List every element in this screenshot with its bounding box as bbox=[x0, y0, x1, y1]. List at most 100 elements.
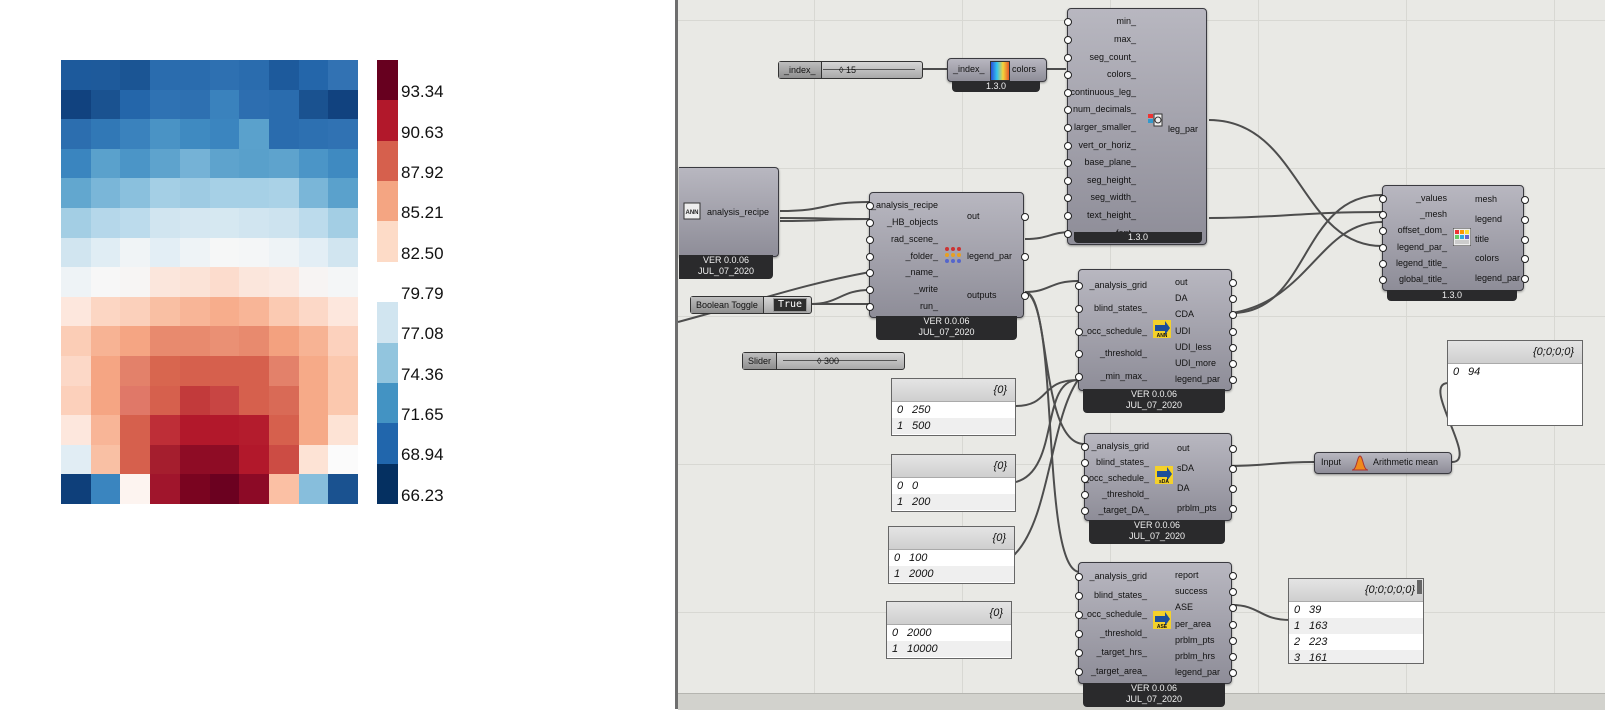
input-port-folder[interactable]: _folder_ bbox=[905, 250, 938, 261]
input-port-analysisgrid[interactable]: _analysis_grid bbox=[1089, 279, 1147, 290]
boolean-toggle[interactable]: Boolean Toggle True bbox=[690, 296, 812, 314]
port-grip[interactable] bbox=[1229, 571, 1237, 580]
port-grip[interactable] bbox=[1229, 504, 1237, 513]
output-port-perarea[interactable]: per_area bbox=[1175, 618, 1212, 629]
output-port-cda[interactable]: CDA bbox=[1175, 309, 1195, 320]
port-grip[interactable] bbox=[1064, 159, 1072, 168]
port-grip[interactable] bbox=[1064, 53, 1072, 62]
port-grip[interactable] bbox=[1379, 211, 1387, 219]
input-port-write[interactable]: _write bbox=[913, 284, 938, 295]
output-port-title[interactable]: title bbox=[1475, 233, 1490, 244]
port-grip[interactable] bbox=[1064, 229, 1072, 238]
port-grip[interactable] bbox=[1229, 604, 1237, 613]
port-grip[interactable] bbox=[1521, 196, 1529, 205]
input-port-textheight[interactable]: text_height_ bbox=[1086, 210, 1136, 221]
output-port-prblmhrs[interactable]: prblm_hrs bbox=[1175, 651, 1216, 662]
output-port-out[interactable]: out bbox=[1177, 442, 1190, 453]
port-grip[interactable] bbox=[1075, 573, 1083, 581]
port-grip[interactable] bbox=[1064, 124, 1072, 132]
output-port-legend[interactable]: legend bbox=[1475, 213, 1503, 224]
output-port-legendpar[interactable]: legend_par bbox=[1475, 272, 1521, 283]
port-grip[interactable] bbox=[1064, 88, 1072, 97]
analysis-recipe-component[interactable]: ANN analysis_recipe bbox=[679, 167, 779, 257]
input-port-threshold[interactable]: _threshold_ bbox=[1099, 628, 1147, 638]
input-port-min[interactable]: min_ bbox=[1116, 16, 1136, 27]
port-grip[interactable] bbox=[1064, 141, 1072, 150]
port-grip[interactable] bbox=[1021, 213, 1029, 222]
input-port-minmax[interactable]: _min_max_ bbox=[1100, 371, 1147, 382]
input-port-segcount[interactable]: seg_count_ bbox=[1089, 51, 1136, 62]
port-grip[interactable] bbox=[1229, 484, 1237, 493]
input-port-segwidth[interactable]: seg_width_ bbox=[1090, 192, 1136, 203]
port-grip[interactable] bbox=[1081, 490, 1089, 499]
port-grip[interactable] bbox=[866, 235, 874, 244]
input-port-mesh[interactable]: _mesh bbox=[1419, 209, 1447, 219]
average-input[interactable]: Input bbox=[1321, 457, 1342, 467]
port-grip[interactable] bbox=[1075, 630, 1083, 638]
port-grip[interactable] bbox=[1075, 350, 1083, 359]
output-port-prblmpts[interactable]: prblm_pts bbox=[1177, 502, 1217, 513]
input-port-targetda[interactable]: _target_DA_ bbox=[1098, 504, 1149, 515]
port-grip[interactable] bbox=[1229, 294, 1237, 303]
port-grip[interactable] bbox=[866, 218, 874, 227]
port-grip[interactable] bbox=[866, 201, 874, 210]
input-port-legendpar[interactable]: legend_par_ bbox=[1396, 241, 1447, 252]
port-grip[interactable] bbox=[1075, 304, 1083, 313]
port-grip[interactable] bbox=[1075, 373, 1083, 382]
average-component[interactable]: Input Arithmetic mean bbox=[1314, 452, 1452, 474]
port-grip[interactable] bbox=[1379, 194, 1387, 203]
port-grip[interactable] bbox=[1379, 276, 1387, 285]
port-grip[interactable] bbox=[1229, 620, 1237, 629]
port-grip[interactable] bbox=[1521, 215, 1529, 224]
value-slider-300[interactable]: Slider ◊ 300 bbox=[742, 352, 905, 370]
port-grip[interactable] bbox=[1075, 649, 1083, 657]
input-port-name[interactable]: _name_ bbox=[905, 267, 938, 278]
output-port-da[interactable]: DA bbox=[1175, 292, 1188, 303]
port-grip[interactable] bbox=[866, 252, 874, 261]
input-port-analysisgrid[interactable]: _analysis_grid bbox=[1089, 571, 1147, 581]
output-port-udiless[interactable]: UDI_less bbox=[1175, 341, 1212, 352]
input-port-segheight[interactable]: seg_height_ bbox=[1086, 174, 1136, 185]
input-port-blindstates[interactable]: blind_states_ bbox=[1095, 456, 1149, 467]
output-port-da[interactable]: DA bbox=[1177, 482, 1190, 493]
input-port-threshold[interactable]: _threshold_ bbox=[1101, 488, 1149, 499]
port-grip[interactable] bbox=[1521, 235, 1529, 244]
input-port-largersmaller[interactable]: larger_smaller_ bbox=[1073, 122, 1136, 132]
input-port-targethrs[interactable]: _target_hrs_ bbox=[1096, 647, 1147, 657]
output-port-udimore[interactable]: UDI_more bbox=[1175, 358, 1217, 369]
port-grip[interactable] bbox=[1229, 669, 1237, 678]
input-port-threshold[interactable]: _threshold_ bbox=[1099, 348, 1147, 359]
port-grip[interactable] bbox=[1064, 18, 1072, 27]
output-port-udi[interactable]: UDI bbox=[1175, 325, 1191, 336]
input-port-analysisgrid[interactable]: _analysis_grid bbox=[1091, 440, 1149, 451]
port-grip[interactable] bbox=[1229, 444, 1237, 453]
output-port-colors[interactable]: colors bbox=[1475, 253, 1500, 264]
port-grip[interactable] bbox=[866, 303, 874, 312]
input-port-continuousleg[interactable]: continuous_leg_ bbox=[1070, 86, 1136, 97]
output-port-outputs[interactable]: outputs bbox=[967, 289, 997, 300]
slider-track[interactable] bbox=[783, 360, 897, 361]
input-port-radscene[interactable]: rad_scene_ bbox=[890, 233, 938, 244]
colors-output[interactable]: colors bbox=[1012, 64, 1037, 74]
input-port-numdecimals[interactable]: num_decimals_ bbox=[1072, 104, 1136, 115]
port-grip[interactable] bbox=[1081, 474, 1089, 483]
input-port-occschedule[interactable]: _occ_schedule_ bbox=[1081, 609, 1147, 619]
port-grip[interactable] bbox=[1075, 281, 1083, 290]
port-grip[interactable] bbox=[866, 286, 874, 295]
input-port-run[interactable]: run_ bbox=[919, 301, 938, 312]
port-grip[interactable] bbox=[1229, 636, 1237, 645]
index-slider[interactable]: _index_ ◊ 15 bbox=[778, 61, 923, 79]
analysis-recipe-output[interactable]: analysis_recipe bbox=[707, 207, 770, 217]
port-grip[interactable] bbox=[1064, 212, 1072, 221]
port-grip[interactable] bbox=[1379, 260, 1387, 268]
input-port-baseplane[interactable]: base_plane_ bbox=[1084, 157, 1136, 168]
input-port-values[interactable]: _values bbox=[1415, 192, 1447, 203]
input-port-legendtitle[interactable]: legend_title_ bbox=[1395, 258, 1447, 268]
port-grip[interactable] bbox=[1075, 327, 1083, 336]
port-grip[interactable] bbox=[1064, 35, 1072, 44]
